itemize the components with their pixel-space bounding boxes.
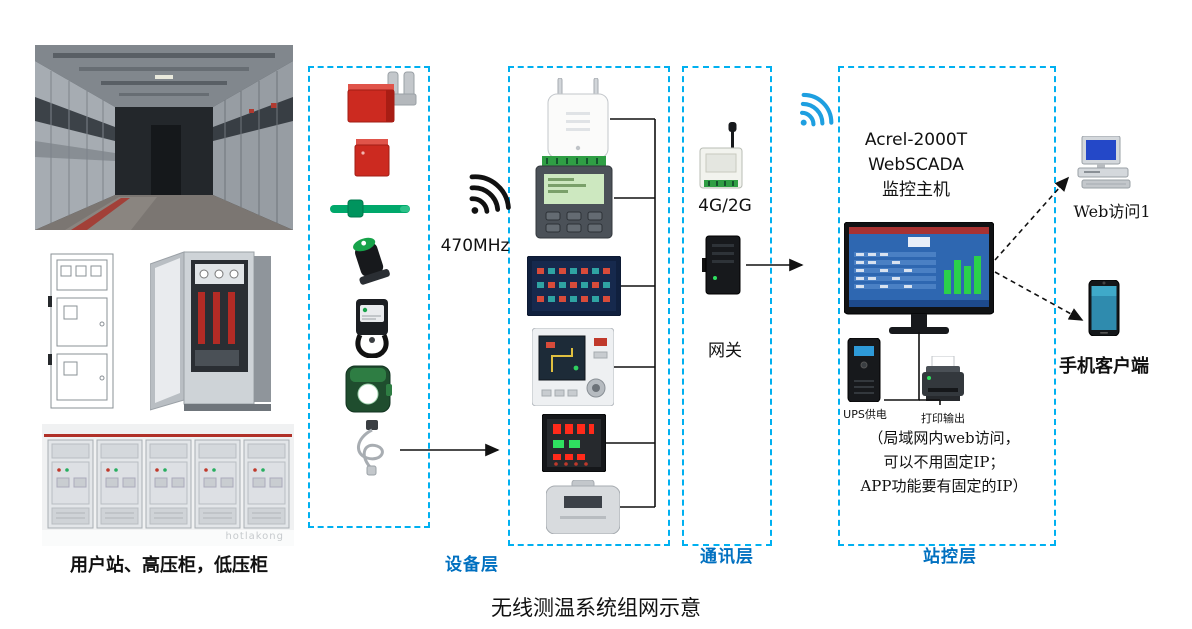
busbar-clip-sensor-image <box>342 70 420 126</box>
cabinet-outline-drawing <box>48 252 116 410</box>
device-layer-label: 设备层 <box>445 555 499 575</box>
comm-layer-label: 通讯层 <box>700 547 754 567</box>
photo-watermark: hotlakong <box>225 531 284 542</box>
station-note-line3: APP功能要有固定的IP） <box>860 477 1028 495</box>
wifi-signal-icon <box>788 90 834 136</box>
cable-tie-sensor-image <box>328 196 412 220</box>
ct-clamp-sensor-image <box>342 364 394 414</box>
clamp-sensor-image <box>348 296 396 358</box>
host-title-line3: 监控主机 <box>882 180 950 200</box>
frequency-label: 470MHz <box>440 236 510 256</box>
station-note: （局域网内web访问， 可以不用固定IP； APP功能要有固定的IP） <box>840 426 1048 498</box>
web-computer-icon <box>1076 136 1134 190</box>
host-title: Acrel-2000T WebSCADA 监控主机 <box>846 128 986 203</box>
web-client-label: Web访问1 <box>1073 202 1151 221</box>
gateway-device-image <box>702 234 744 296</box>
digital-meter-image <box>542 414 606 472</box>
scada-monitor-image <box>844 222 994 340</box>
station-note-line1: （局域网内web访问， <box>868 429 1020 447</box>
device-layer-box <box>308 66 430 528</box>
host-title-line1: Acrel-2000T <box>864 130 968 150</box>
cellular-label: 4G/2G <box>698 196 752 216</box>
touchscreen-panel-image <box>527 256 621 316</box>
bolt-sensor-image <box>344 228 392 288</box>
open-cabinet-photo <box>150 248 275 413</box>
wifi-470-icon <box>455 170 511 226</box>
printer-label: 打印输出 <box>921 412 965 425</box>
switchgear-row-photo: hotlakong <box>42 424 294 546</box>
cable-sensor-image <box>348 420 396 476</box>
cube-sensor-image <box>352 138 392 178</box>
power-meter-image <box>534 156 614 240</box>
station-layer-label: 站控层 <box>923 547 977 567</box>
gateway-label: 网关 <box>708 341 742 361</box>
wireless-collector-image <box>546 78 610 160</box>
switchgear-room-photo <box>35 45 293 230</box>
meter-layer-box <box>508 66 670 546</box>
mobile-phone-icon <box>1088 280 1120 336</box>
host-title-line2: WebSCADA <box>868 155 964 175</box>
diagram-title: 无线测温系统组网示意 <box>491 596 701 620</box>
comm-layer-box <box>682 66 772 546</box>
cellular-module-image <box>694 122 750 190</box>
protection-relay-image <box>532 328 614 406</box>
printer-image <box>920 356 966 404</box>
mobile-client-label: 手机客户端 <box>1059 356 1149 377</box>
site-caption: 用户站、高压柜，低压柜 <box>70 555 268 576</box>
ups-device-image <box>846 338 882 402</box>
junction-box-image <box>546 480 620 534</box>
station-note-line2: 可以不用固定IP； <box>883 453 1005 471</box>
ups-label: UPS供电 <box>843 408 887 421</box>
